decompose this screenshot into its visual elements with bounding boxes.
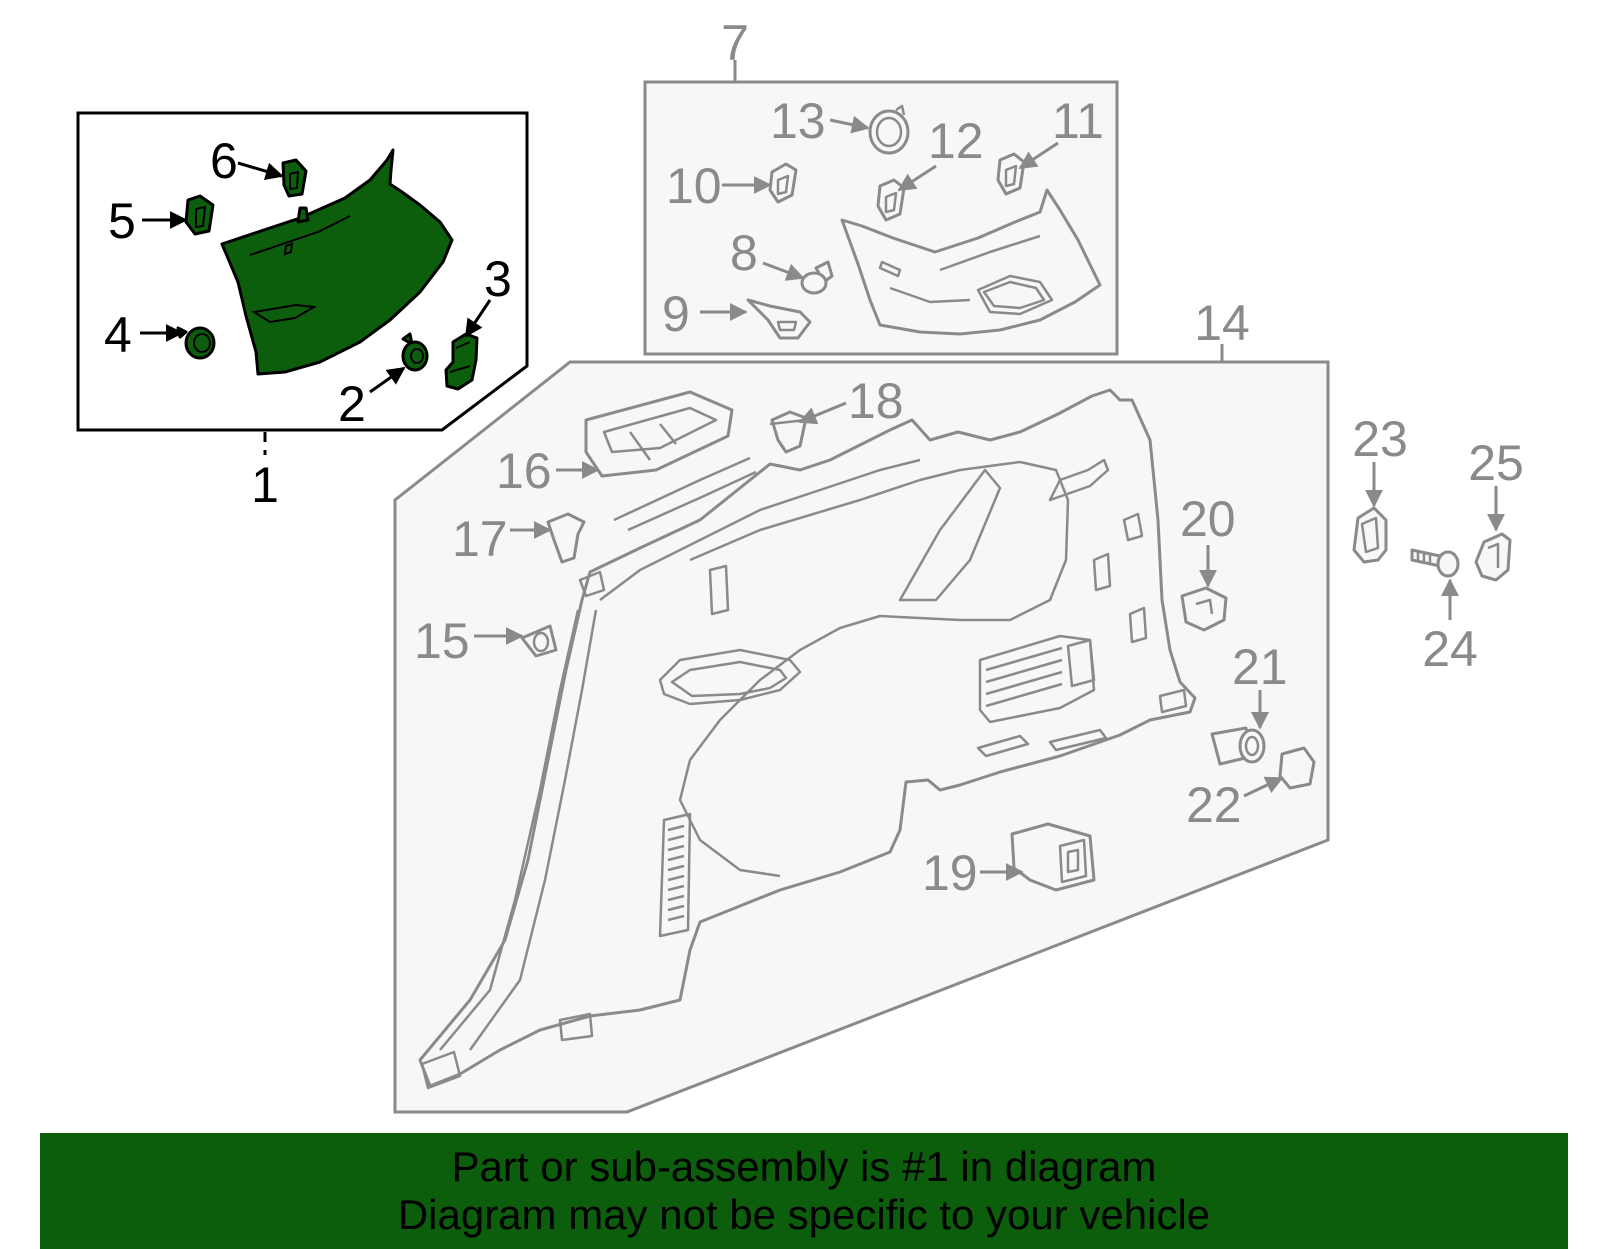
callout-label-15: 15	[414, 613, 470, 669]
tray-part-16	[584, 390, 734, 478]
callout-label-9: 9	[662, 286, 690, 342]
callout-arrow-22	[1243, 776, 1284, 798]
footer-disclaimer: Diagram may not be specific to your vehi…	[397, 1191, 1211, 1238]
screw-part-24	[1410, 548, 1460, 578]
assembly-14-group: 14	[393, 295, 1330, 1114]
bolt-part-8	[800, 260, 834, 295]
callout-label-1: 1	[251, 457, 279, 513]
footer-banner: Part or sub-assembly is #1 in diagram Di…	[40, 1133, 1568, 1249]
clip-part-23	[1352, 506, 1388, 564]
clip-part-25	[1474, 532, 1512, 582]
callout-arrow-13	[829, 115, 870, 134]
callout-label-21: 21	[1232, 639, 1288, 695]
callout-label-17: 17	[452, 511, 508, 567]
clip-part-5	[184, 194, 215, 236]
callout-label-14: 14	[1194, 295, 1250, 351]
assembly-1-group: 6 5 4 3 2 1	[76, 111, 529, 513]
callout-arrow-2	[369, 366, 406, 394]
callout-label-10: 10	[666, 158, 722, 214]
quarter-trim-panel-part	[418, 388, 1197, 1090]
trim-panel-part-1	[220, 148, 454, 376]
callout-label-13: 13	[770, 93, 826, 149]
callout-label-5: 5	[108, 193, 136, 249]
callout-label-6: 6	[210, 133, 238, 189]
callout-label-8: 8	[730, 225, 758, 281]
pad-part-9	[746, 298, 812, 340]
upper-trim-panel-part	[840, 188, 1102, 336]
callout-arrow-3	[464, 299, 492, 338]
clip-part-6	[281, 158, 308, 198]
callout-arrow-11	[1018, 141, 1059, 170]
clip-part-18	[769, 410, 808, 454]
assembly-7-group: 7	[643, 15, 1119, 356]
loose-parts-group: 23 25 24	[1352, 411, 1524, 677]
clip-part-10	[768, 162, 798, 204]
callout-label-20: 20	[1180, 491, 1236, 547]
callout-label-19: 19	[922, 845, 978, 901]
callout-label-12: 12	[928, 113, 984, 169]
clip-part-20	[1180, 586, 1228, 632]
callout-label-25: 25	[1468, 435, 1524, 491]
callout-label-23: 23	[1352, 411, 1408, 467]
cap-part-22	[1278, 746, 1316, 790]
callout-label-24: 24	[1422, 621, 1478, 677]
callout-arrow-18	[798, 401, 847, 425]
clip-part-15	[520, 624, 558, 658]
clip-part-17	[546, 512, 586, 564]
callout-label-4: 4	[104, 307, 132, 363]
callout-arrow-12	[897, 164, 937, 192]
footer-part-note: Part or sub-assembly is #1 in diagram	[451, 1143, 1157, 1190]
callout-label-7: 7	[721, 15, 749, 71]
clip-part-13	[868, 104, 910, 155]
callout-label-11: 11	[1052, 93, 1104, 149]
callout-label-3: 3	[484, 251, 512, 307]
callout-arrow-8	[762, 261, 805, 281]
clip-part-11	[996, 152, 1026, 196]
callout-label-22: 22	[1186, 777, 1242, 833]
clip-part-12	[876, 178, 906, 222]
callout-label-18: 18	[848, 373, 904, 429]
fastener-part-2	[401, 332, 429, 372]
callout-label-16: 16	[496, 443, 552, 499]
plug-part-21	[1210, 726, 1266, 766]
callout-label-2: 2	[338, 376, 366, 432]
callout-arrow-6	[237, 161, 284, 181]
